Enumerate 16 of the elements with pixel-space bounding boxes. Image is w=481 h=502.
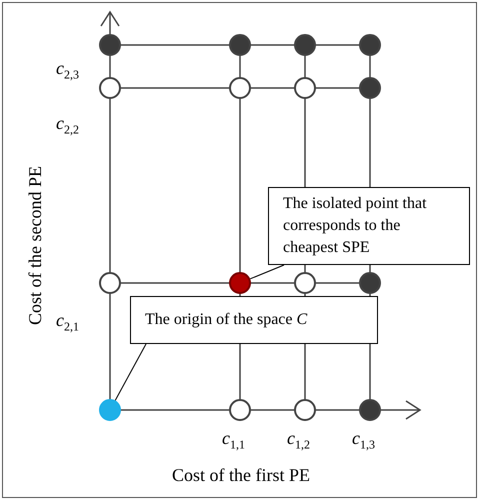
highlighted-point xyxy=(229,272,251,294)
tick-label: c$_{2,1}$ xyxy=(56,310,79,335)
callout-text: The isolated point that corresponds to the cheapest SPE xyxy=(283,194,428,258)
highlighted-point xyxy=(99,399,121,421)
callout-text: The origin of the space C xyxy=(145,310,308,330)
callout-box xyxy=(130,296,378,344)
axis-title: Cost of the first PE xyxy=(172,465,310,486)
tick-label: c$_{1,1}$ xyxy=(222,428,245,453)
leader-line xyxy=(114,344,146,401)
leader-line xyxy=(250,264,284,280)
callout-box xyxy=(268,187,470,265)
tick-label: c$_{2,2}$ xyxy=(56,113,79,138)
tick-label: c$_{1,3}$ xyxy=(352,428,375,453)
axis-title: Cost of the second PE xyxy=(24,166,46,324)
tick-label: c$_{1,2}$ xyxy=(287,428,310,453)
tick-label: c$_{2,3}$ xyxy=(56,58,79,83)
